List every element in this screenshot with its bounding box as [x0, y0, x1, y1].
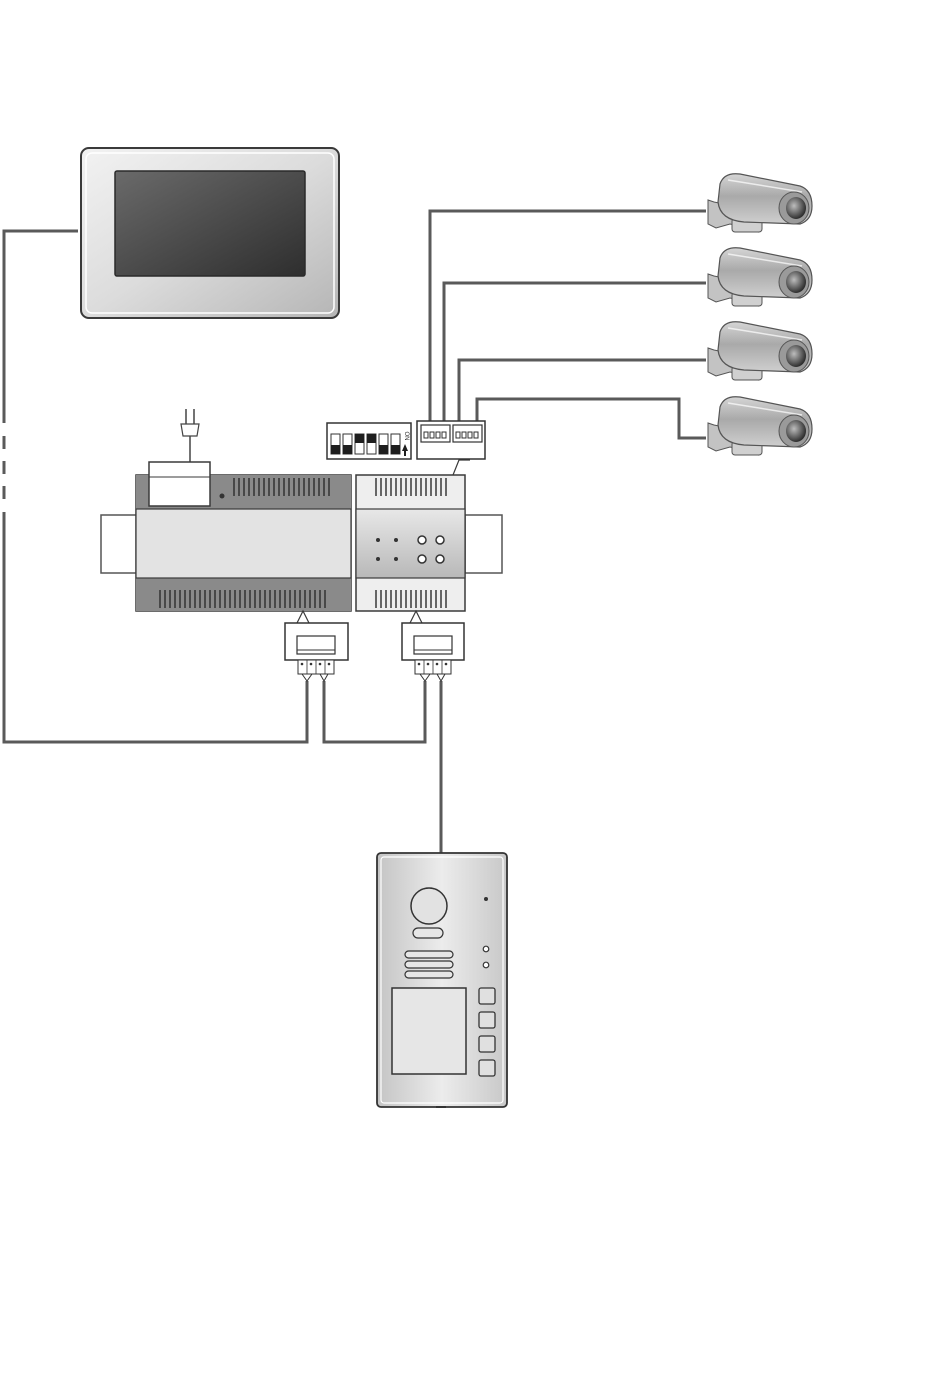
distributor-output-terminal — [402, 623, 464, 681]
power-supply — [101, 462, 351, 623]
power-output-terminal — [285, 623, 348, 681]
power-led — [220, 494, 225, 499]
cctv-cameras — [708, 174, 812, 455]
door-ir-window — [413, 928, 443, 938]
wire-camera-1 — [430, 211, 706, 424]
door-camera-lens — [411, 888, 447, 924]
camera-icon — [708, 248, 812, 306]
camera-icon — [708, 322, 812, 380]
door-speaker-grille — [405, 951, 453, 978]
monitor-screen — [115, 171, 305, 276]
wire-camera-4 — [477, 399, 706, 438]
wire-monitor-to-power — [4, 231, 78, 423]
dip-switch: ON — [327, 423, 411, 459]
power-terminal-block — [149, 462, 210, 506]
dip-switch-on-label: ON — [403, 432, 409, 441]
camera-input-connectors — [417, 421, 485, 459]
door-name-card — [392, 988, 466, 1074]
indoor-monitor — [81, 148, 339, 318]
camera-icon — [708, 174, 812, 232]
wire-camera-3 — [459, 360, 706, 424]
camera-icon — [708, 397, 812, 455]
distributor-module-icon — [356, 460, 502, 623]
wire-camera-2 — [444, 283, 706, 424]
door-station-icon — [377, 853, 507, 1107]
power-plug-icon — [181, 409, 199, 462]
wire-power-to-distributor — [324, 681, 425, 742]
